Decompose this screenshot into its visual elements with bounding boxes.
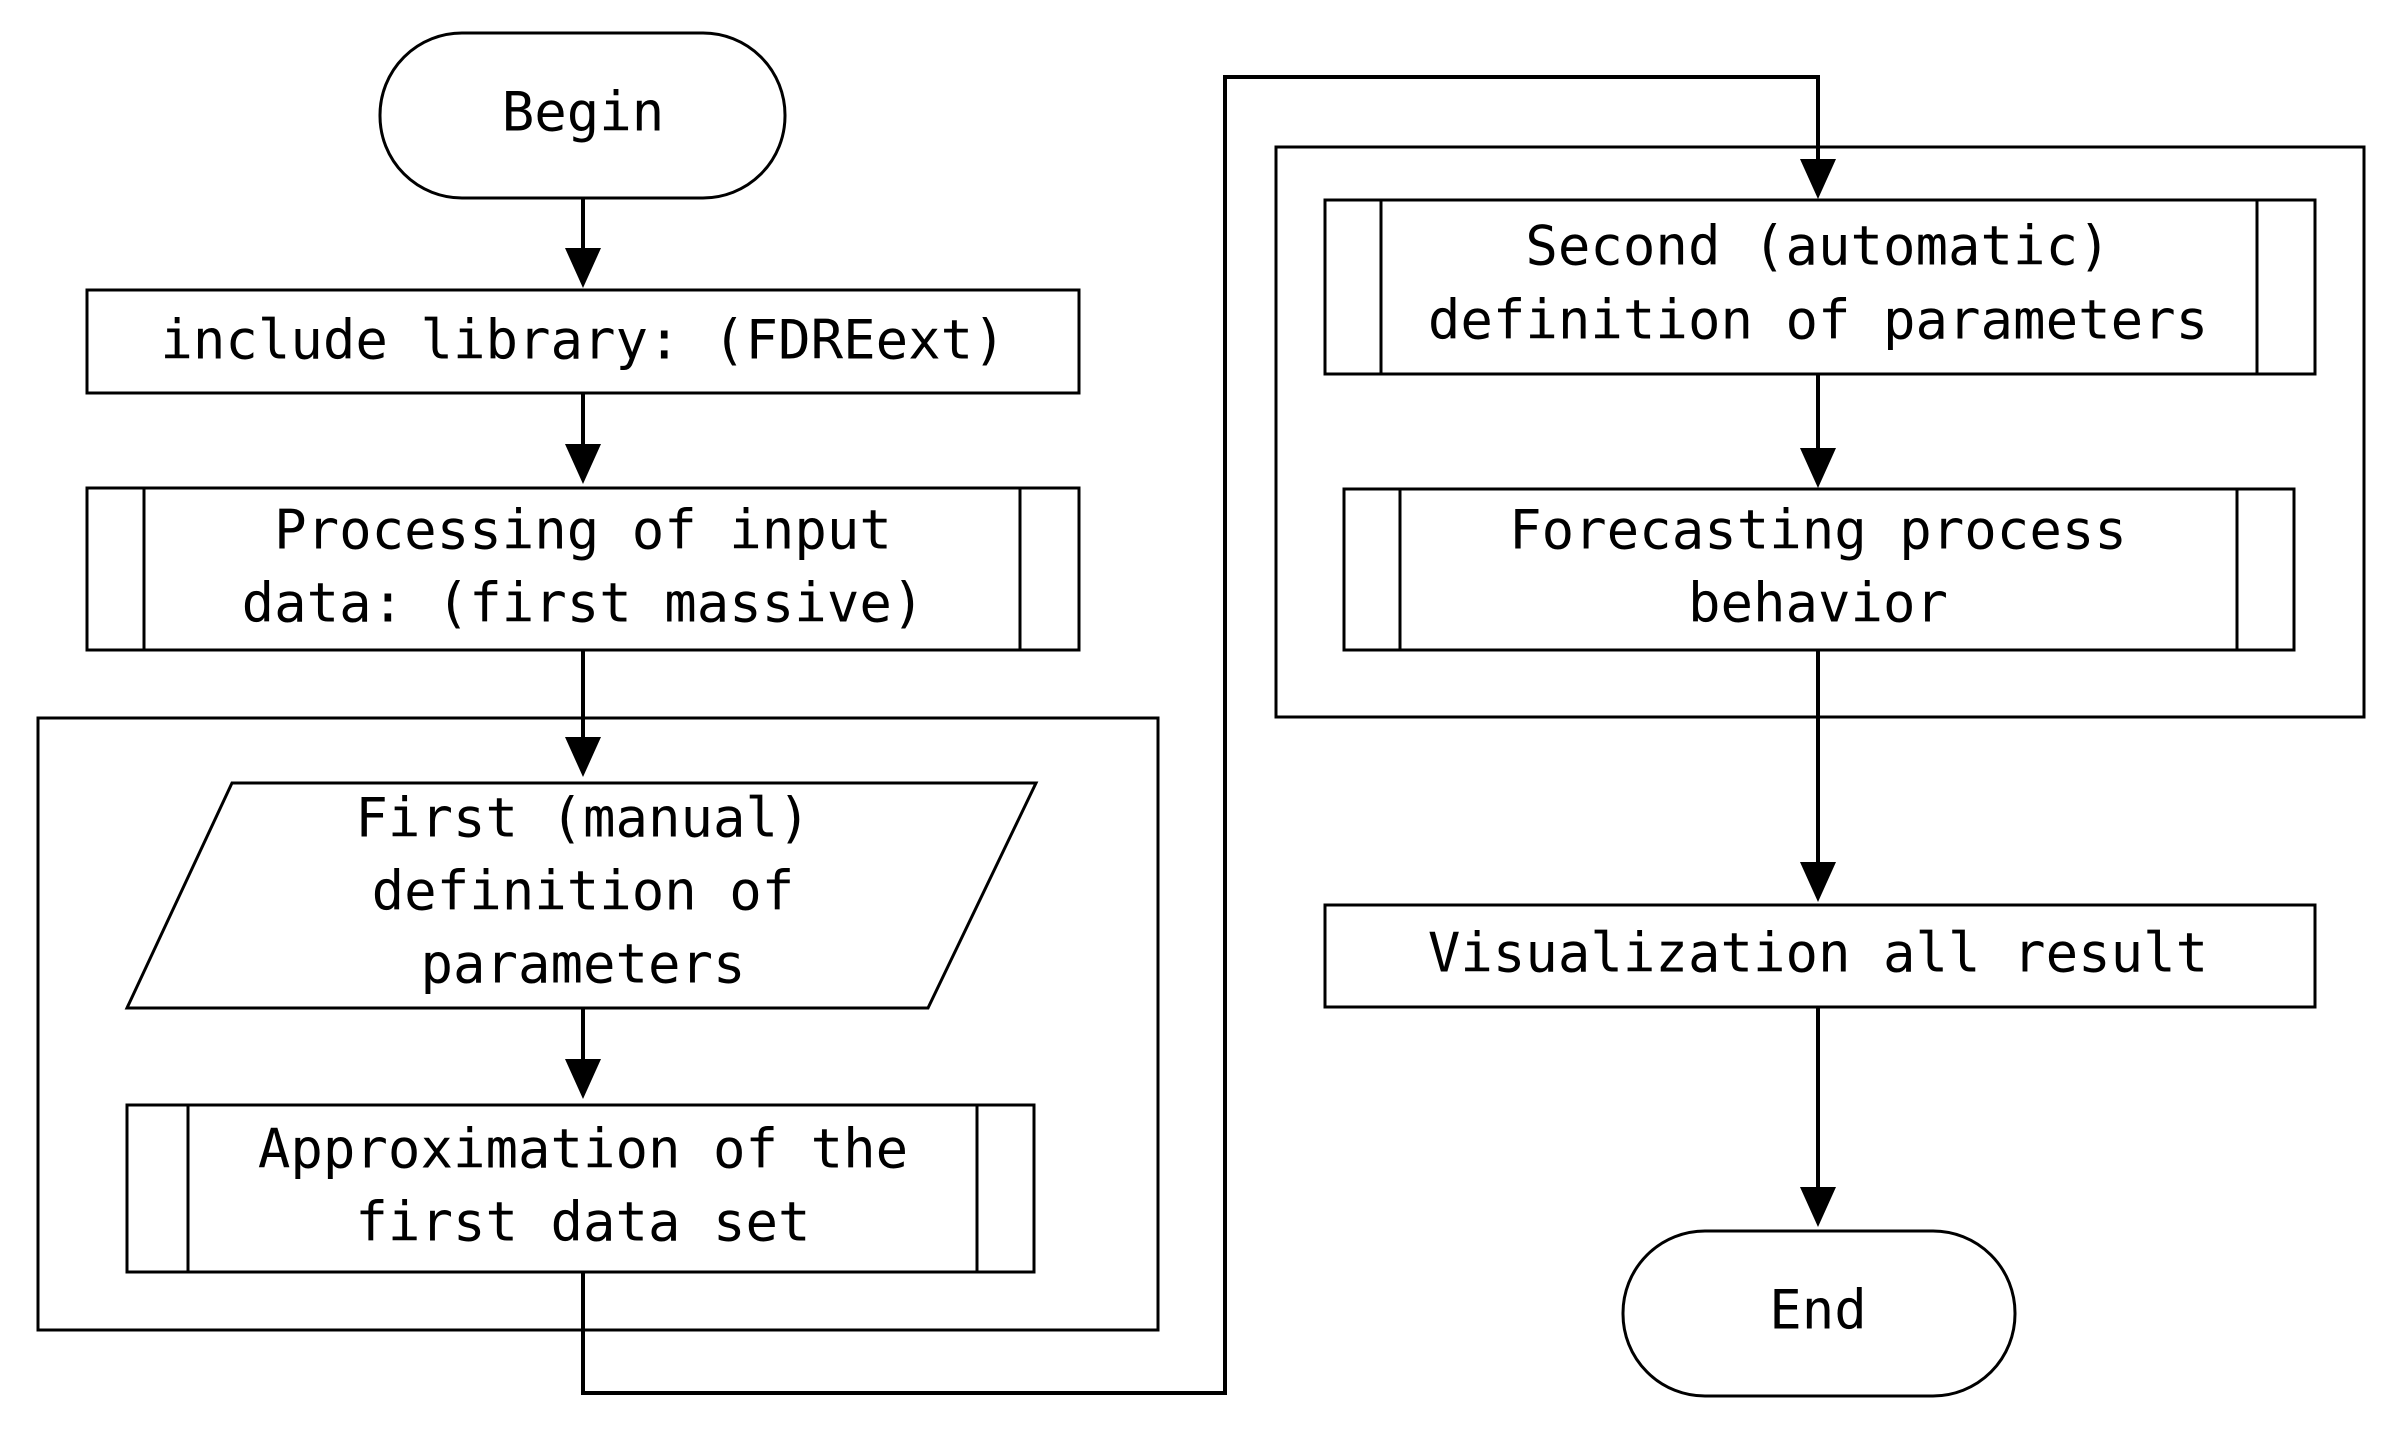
forecasting-label-line1: Forecasting process [1509,499,2127,562]
end-terminator: End [1621,1229,2017,1398]
forecasting-subprocess: Forecasting process behavior [1342,487,2296,652]
approximation-label-line1: Approximation of the [258,1118,908,1181]
forecasting-label-line2: behavior [1688,572,1948,635]
visualization-label: Visualization all result [1428,922,2208,985]
visualization-process: Visualization all result [1323,903,2317,1009]
arrowhead [565,737,601,777]
include-library-process: include library: (FDREext) [85,288,1081,395]
first-manual-label-line2: definition of [372,860,795,923]
approximation-label-line2: first data set [355,1191,810,1254]
second-automatic-label-line2: definition of parameters [1428,289,2208,352]
processing-input-label-line2: data: (first massive) [242,572,925,635]
arrowhead [1800,448,1836,488]
arrowhead [1800,159,1836,199]
arrowhead [565,248,601,288]
begin-terminator: Begin [378,31,787,200]
approximation-subprocess: Approximation of the first data set [125,1103,1036,1274]
left-loop-frame [36,716,1160,1332]
connector-approximation-to-second [581,75,1820,1395]
end-label: End [1769,1279,1867,1342]
begin-label: Begin [502,81,665,144]
second-automatic-subprocess: Second (automatic) definition of paramet… [1323,198,2317,376]
arrowhead [1800,1187,1836,1227]
include-library-label: include library: (FDREext) [160,309,1005,372]
second-automatic-label-line1: Second (automatic) [1525,215,2110,278]
processing-input-subprocess: Processing of input data: (first massive… [85,486,1081,652]
first-manual-label-line3: parameters [420,933,745,996]
first-manual-label-line1: First (manual) [355,787,810,850]
arrowhead [565,444,601,484]
processing-input-label-line1: Processing of input [274,499,892,562]
first-manual-definition-io: First (manual) definition of parameters [124,781,1039,1010]
arrowhead [565,1059,601,1099]
arrowhead [1800,862,1836,902]
